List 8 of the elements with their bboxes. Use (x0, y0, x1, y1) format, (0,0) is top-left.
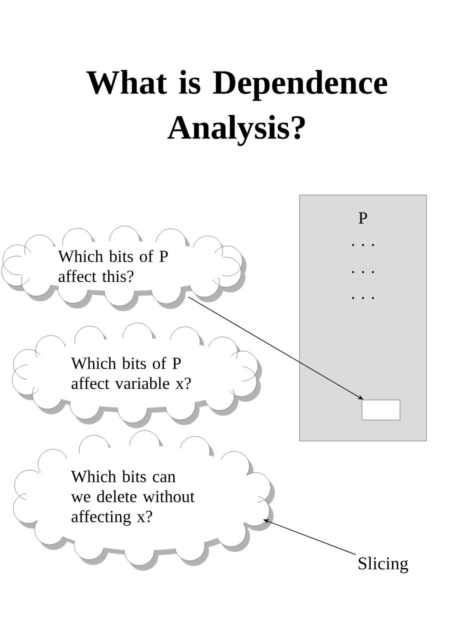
label-text: Slicing (358, 556, 408, 574)
program-panel: P . . . . . . . . . (299, 194, 427, 442)
title: What is Dependence Analysis? (86, 70, 388, 146)
thought-cloud: Which bits of P affect this? (1, 226, 247, 312)
node-label: Which bits of P affect this? (58, 250, 168, 282)
thought-cloud: Which bits can we delete without affecting x? (13, 430, 275, 571)
thought-cloud: Which bits of P affect variable x? (12, 322, 262, 428)
statement-box (362, 400, 400, 420)
